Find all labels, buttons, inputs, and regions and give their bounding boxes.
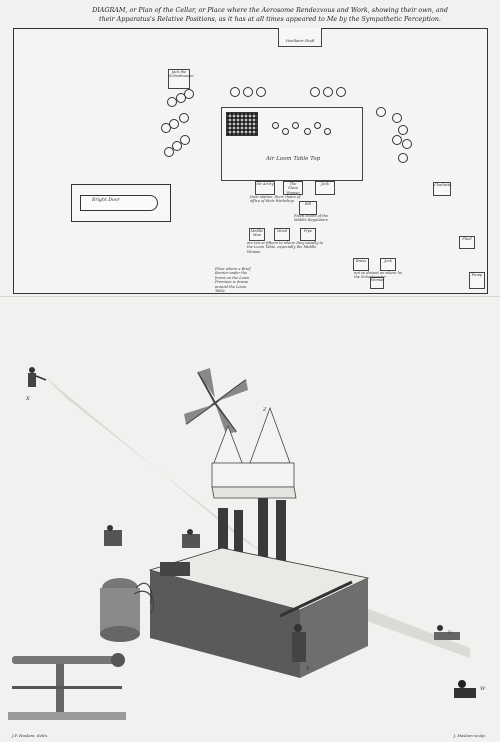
caption-a: their station, their chairs of office of… — [250, 195, 301, 204]
table-circle — [292, 122, 299, 129]
seat-circle — [172, 141, 182, 151]
figure-label: Z — [262, 407, 267, 413]
table-circle — [282, 128, 289, 135]
figure-v: V — [434, 625, 460, 640]
plan-box: Jack — [315, 181, 335, 195]
table-label: Air Loom Table Top — [266, 156, 321, 162]
credit-left: J.P. Haslam, delin. — [12, 733, 49, 738]
seat-circle — [256, 87, 266, 97]
plan-box: Woman — [370, 277, 384, 289]
windmill-icon — [184, 368, 248, 434]
seat-circle — [392, 135, 402, 145]
page-fold — [0, 296, 500, 297]
schoolmaster-label: Jack the Schoolmaster — [169, 70, 194, 79]
columns — [218, 498, 286, 578]
table-circle — [314, 122, 321, 129]
gothic-towers — [211, 406, 297, 499]
plan-box: Charlotte — [433, 182, 451, 196]
plan-box: Pump — [469, 272, 485, 289]
air-loom-table: Air Loom Table Top — [221, 107, 363, 181]
bright-door-label: Bright Door — [92, 198, 120, 203]
seat-circle — [179, 113, 189, 123]
seat-circle — [243, 87, 253, 97]
title-line-2: their Apparatus's Relative Positions, as… — [99, 14, 441, 23]
loom-block — [148, 547, 370, 678]
seat-circle — [167, 97, 177, 107]
plan-box: Fluid — [459, 236, 475, 249]
ventilator-box: Ventilator Shaft — [278, 28, 322, 47]
table-circle — [272, 122, 279, 129]
caption-d: Floor where a Brief Barrier under the fo… — [215, 267, 251, 294]
seat-circle — [184, 89, 194, 99]
seat-circle — [310, 87, 320, 97]
caption-e: not so distant as where he the Schoolmas… — [354, 271, 403, 280]
credit-right: J. Haslam sculp. — [453, 733, 486, 738]
seat-circle — [164, 147, 174, 157]
seat-circle — [398, 153, 408, 163]
caption-b: Fixed chairs of the Middle Regulators — [294, 214, 329, 223]
air-loom-scene: X Y V W Z — [8, 367, 486, 720]
table-circle — [324, 128, 331, 135]
barrels — [100, 578, 155, 642]
schoolmaster-box: Jack the Schoolmaster — [168, 69, 194, 89]
plan-box: Wood — [274, 228, 290, 241]
seat-circle — [376, 107, 386, 117]
seat-circle — [402, 139, 412, 149]
figure-label: V — [448, 630, 453, 636]
figure-z: Z — [262, 407, 267, 413]
ventilator-label: Ventilator Shaft — [285, 39, 315, 43]
bright-door-shape — [80, 195, 158, 211]
caption-c: are ten or fifteen to where they usually… — [247, 241, 324, 254]
figure-x: X — [25, 367, 47, 402]
table-circle — [304, 128, 311, 135]
plan-box: Brass — [353, 258, 369, 271]
plan-box: Bill — [299, 201, 317, 215]
figure-label: W — [480, 686, 486, 692]
plan-box: The Glove Woman — [283, 181, 303, 195]
title-line-1: DIAGRAM, or Plan of the Cellar, or Place… — [92, 6, 448, 14]
figure-label: X — [25, 396, 30, 402]
seat-circle — [323, 87, 333, 97]
figure-y: Y — [292, 624, 310, 672]
seat-circle — [398, 125, 408, 135]
seat-circle — [392, 113, 402, 123]
plan-box: Pipe — [300, 228, 316, 241]
bright-door-room: Bright Door — [71, 184, 171, 222]
lever-bar — [279, 580, 353, 618]
plan-box: Jack — [380, 258, 396, 271]
seat-circle — [169, 119, 179, 129]
seat-circle — [230, 87, 240, 97]
figure-w: W — [454, 680, 486, 698]
plan-box: Middle Man — [249, 228, 265, 241]
telescope-apparatus — [8, 653, 126, 720]
figure-seated-middle — [182, 529, 200, 548]
seat-circle — [336, 87, 346, 97]
figure-seated-left — [104, 525, 122, 546]
seat-circle — [180, 135, 190, 145]
loom-grid-block — [160, 562, 190, 576]
figure-label: Y — [306, 666, 310, 672]
diagram-title: DIAGRAM, or Plan of the Cellar, or Place… — [70, 6, 470, 23]
plan-box: Sir Archy — [255, 181, 275, 195]
loom-grid — [226, 112, 258, 136]
cellar-plan: Ventilator Shaft Jack the Schoolmaster — [13, 28, 488, 294]
